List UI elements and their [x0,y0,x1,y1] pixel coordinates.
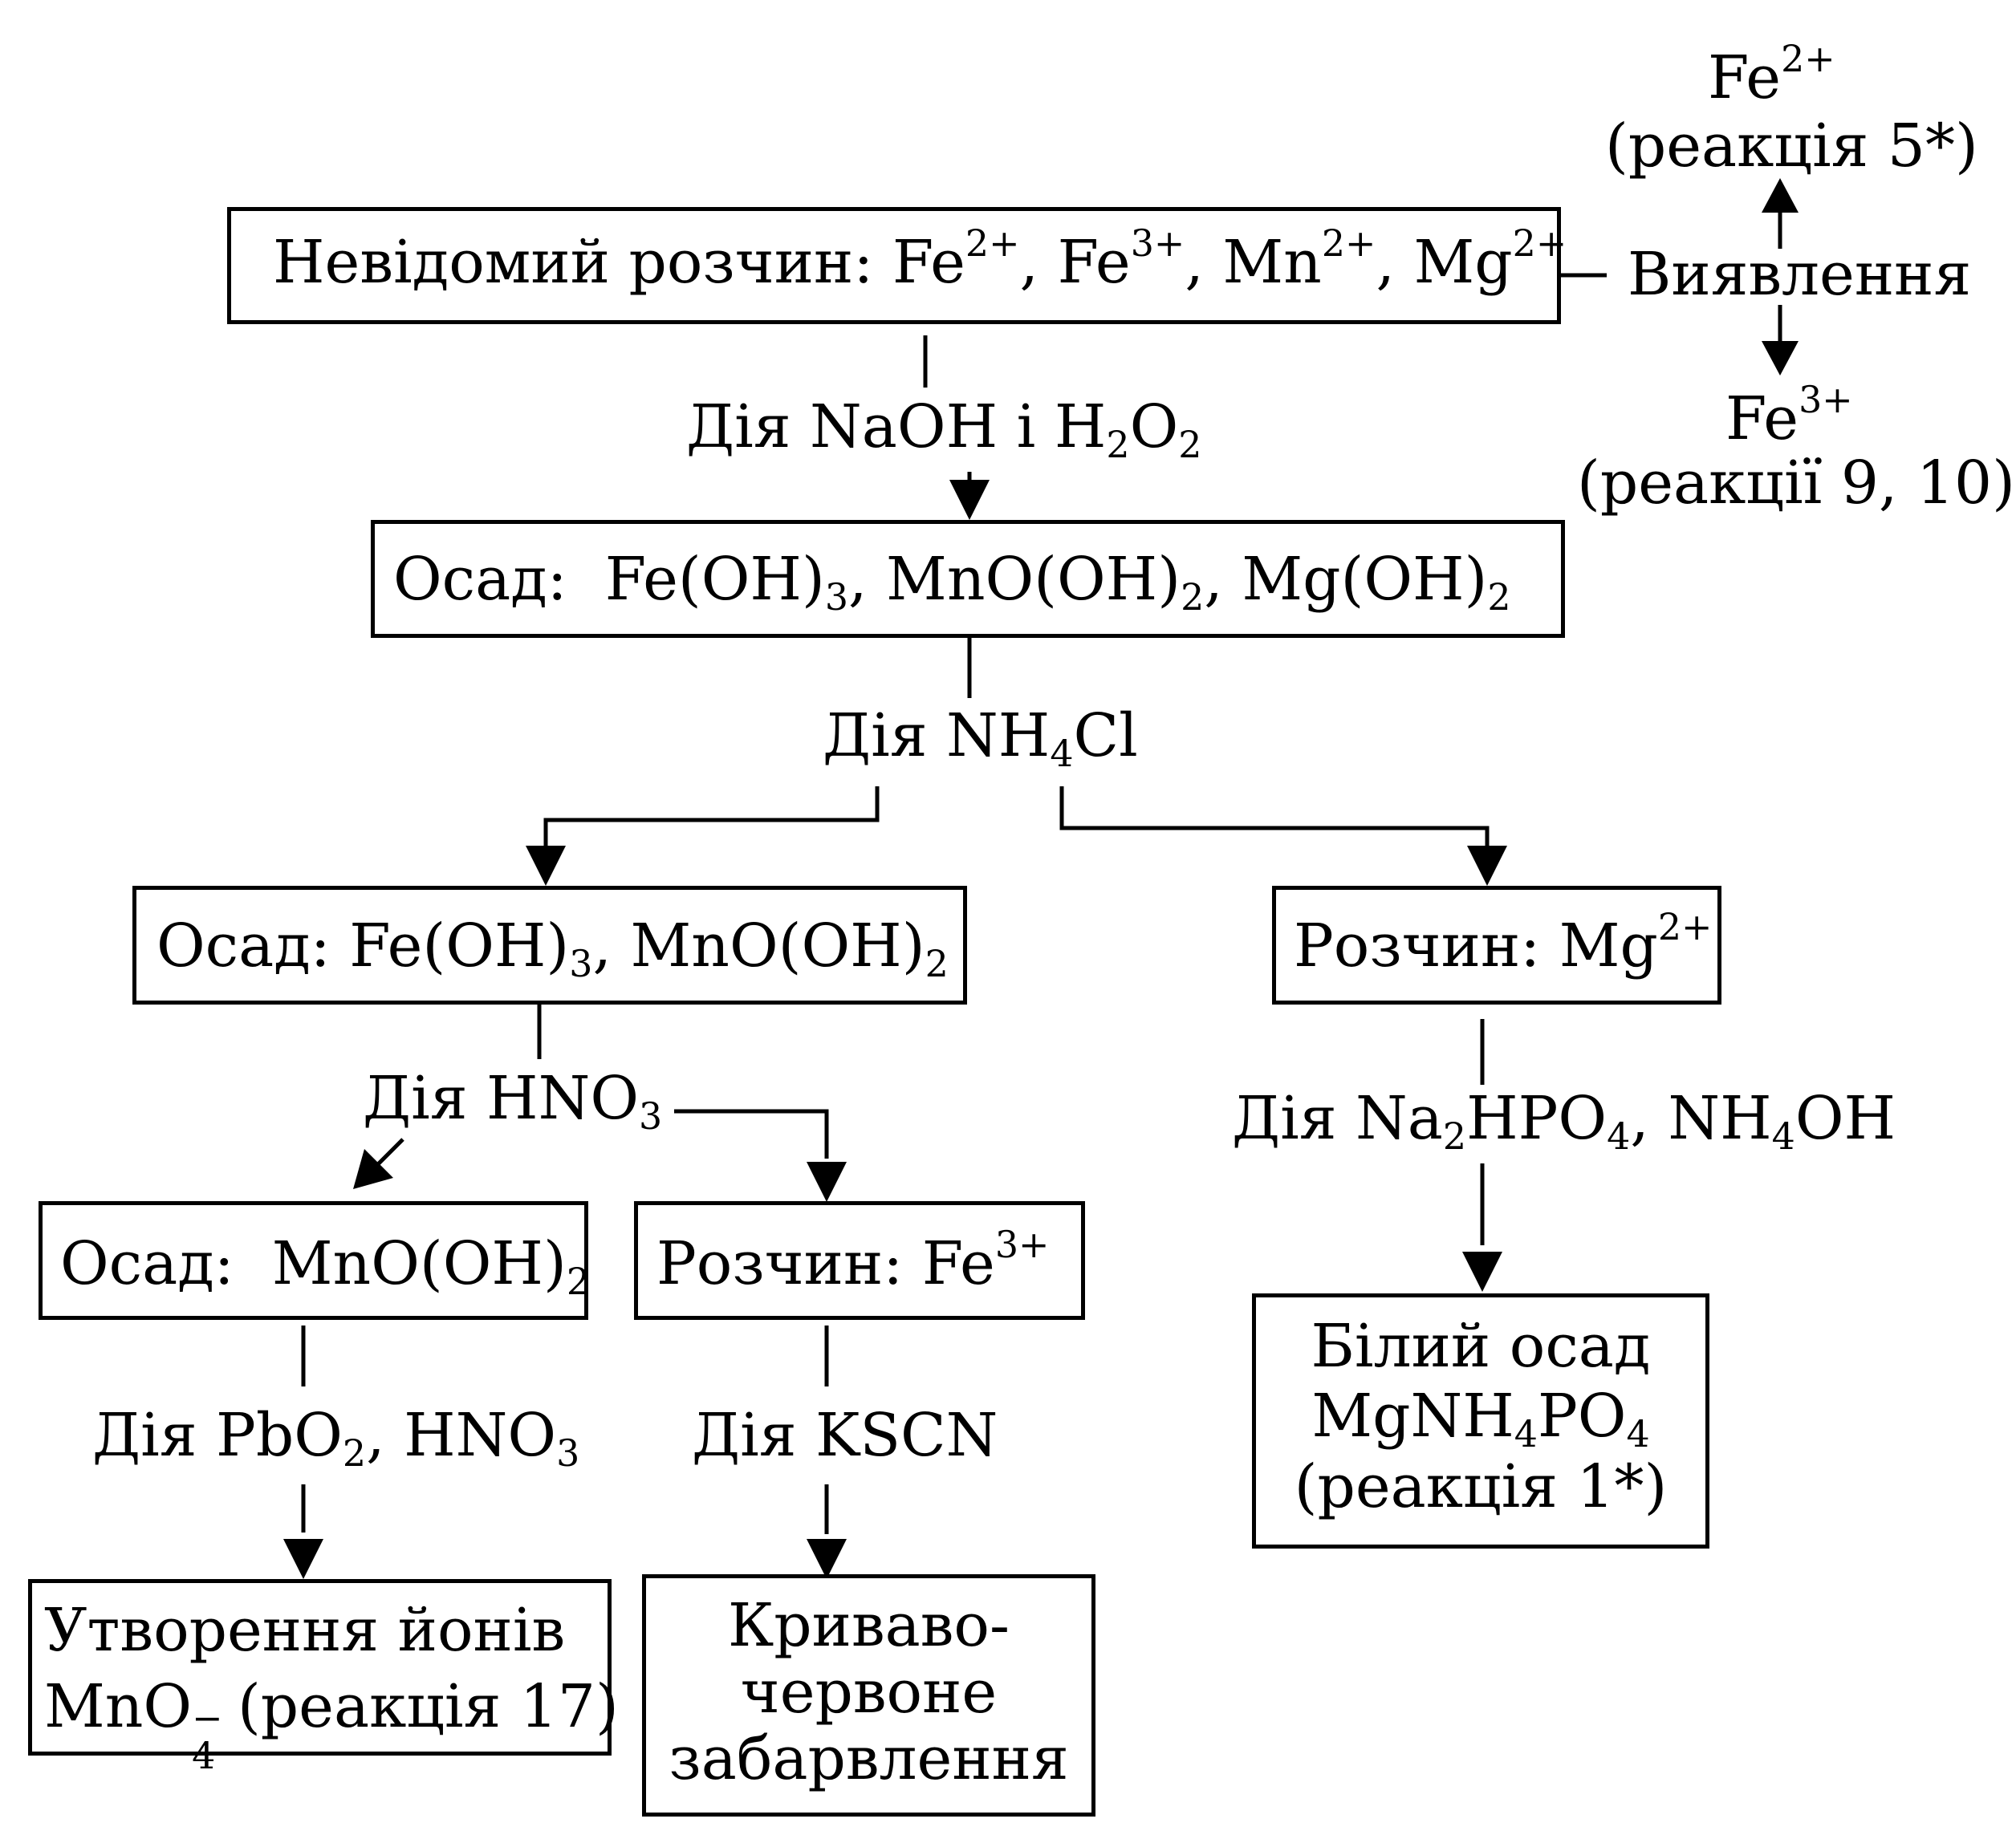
arrowhead-step3-left [353,1149,393,1189]
fe3-detect-note: (реакції 9, 10) [1577,449,2016,518]
white-precipitate-box [1252,1293,1709,1549]
result-fe-line1: Кривавo- [728,1591,1010,1660]
arrowhead-step5 [807,1539,847,1579]
precipitate-2-box [132,886,967,1005]
step1-label: Дія NaOH і H2O2 [686,392,1202,466]
solution-mg-box [1272,886,1721,1005]
precipitate-3-text: Осад: MnO(OH)2 [60,1229,591,1303]
step5-label: Дія KSCN [692,1401,998,1470]
result-fe-box [642,1574,1095,1817]
arrowhead-step2-right [1467,846,1507,886]
fe3-detect-ion: Fe3+ [1725,377,1853,453]
step3-right-branch [674,1109,829,1159]
step2-label: Дія NH4Cl [823,701,1138,775]
step3-label: Дія HNO3 [363,1064,663,1138]
precipitate-1-box [371,520,1565,638]
fe2-detect-note: (реакція 5*) [1605,112,1978,181]
solution-mg-text: Розчин: Mg2+ [1294,904,1713,980]
fe2-detect-ion: Fe2+ [1708,36,1835,112]
solution-fe-box [634,1201,1085,1320]
unknown-solution-box [227,207,1561,324]
white-precipitate-note: (реакція 1*) [1294,1451,1668,1521]
step4-label: Дія PbO2, HNO3 [92,1401,580,1475]
step2-left-branch [543,786,880,857]
result-fe-line3: забарвлення [669,1723,1069,1793]
arrowhead-step4 [283,1539,323,1579]
arrowhead-step-mg [1462,1252,1502,1292]
result-mn-line2: MnO−4 (реакція 17) [44,1672,619,1774]
white-precipitate-text: Білий осад MgNH4PO4 (реакція 1*) [1252,1312,1709,1522]
arrowhead-down-fe3 [1762,341,1799,376]
precipitate-1-text: Осад: Fe(OH)3, MnO(OH)2, Mg(OH)2 [393,545,1511,619]
precipitate-2-text: Осад: Fe(OH)3, MnO(OH)2 [156,911,949,985]
result-fe-line2: червоне [740,1657,998,1727]
result-mn-line1: Утворення йонів [44,1596,566,1665]
arrowhead-step3-right [807,1162,847,1202]
step-mg-label: Дія Na2HPO4, NH4OH [1232,1084,1896,1158]
step2-right-branch [1059,786,1490,857]
solution-fe-text: Розчин: Fe3+ [656,1222,1050,1298]
step3-left-branch [374,1138,404,1168]
detection-label: Виявлення [1628,240,1972,309]
white-precipitate-line1: Білий осад [1311,1312,1651,1381]
precipitate-3-box [39,1201,588,1320]
result-fe-text: Кривавo- червоне забарвлення [642,1593,1095,1792]
arrowhead-step2-left [526,846,566,886]
arrowhead-step1 [949,480,990,520]
result-mn-box [28,1579,612,1756]
unknown-solution-text: Невідомий розчин: Fe2+, Fe3+, Mn2+, Mg2+ [273,221,1567,297]
white-precipitate-formula: MgNH4PO4 [1311,1382,1650,1456]
arrowhead-up-fe2 [1762,178,1799,213]
